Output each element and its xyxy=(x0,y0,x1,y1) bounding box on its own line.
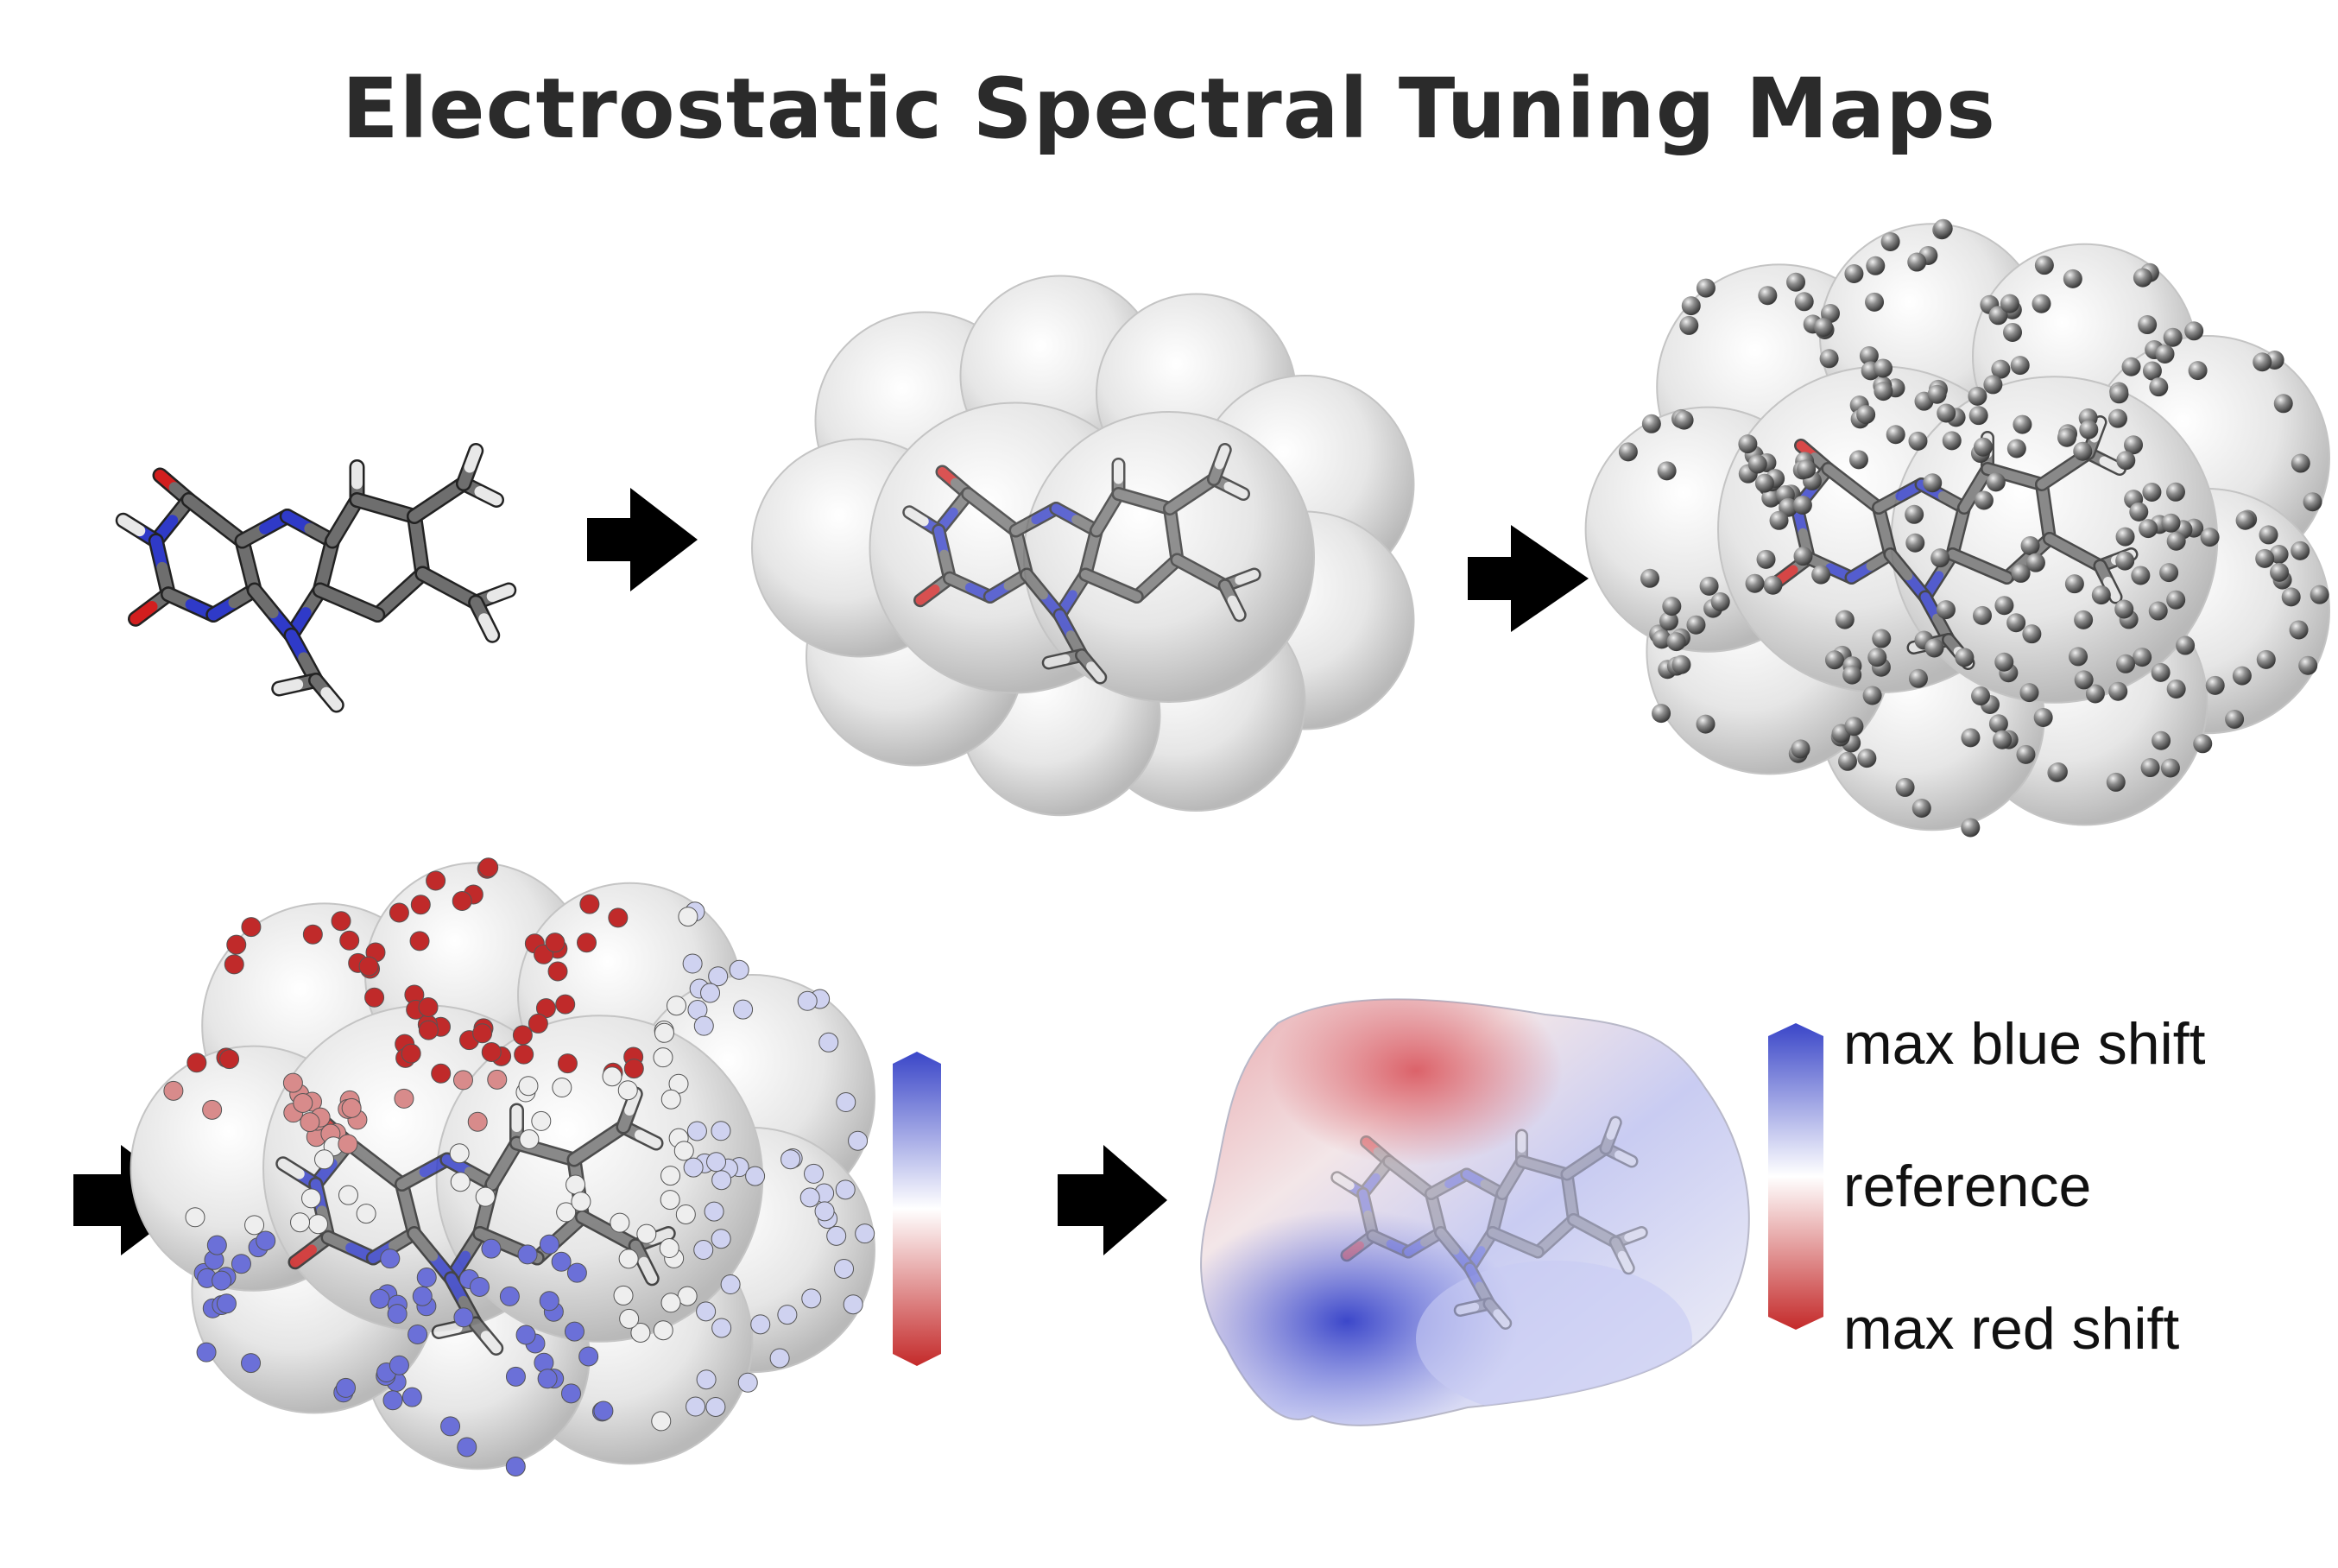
vdw-surface-icon xyxy=(751,275,1415,817)
flavin-molecule-icon xyxy=(115,443,517,713)
probe-points-icon xyxy=(1584,218,2330,838)
arrow-right-icon xyxy=(1468,525,1589,632)
legend-label-blue: max blue shift xyxy=(1843,1011,2206,1077)
arrow-right-icon xyxy=(73,1145,194,1255)
arrow-right-icon xyxy=(1058,1145,1167,1255)
legend-label-reference: reference xyxy=(1843,1154,2092,1219)
legend-color-bar xyxy=(1768,1023,1823,1330)
color-scale-bar xyxy=(893,1052,941,1366)
colored-surface-icon xyxy=(1200,998,1750,1426)
legend-label-red: max red shift xyxy=(1843,1296,2180,1362)
page-title: Electrostatic Spectral Tuning Maps xyxy=(341,60,1997,157)
colored-points-icon xyxy=(130,857,876,1476)
arrow-right-icon xyxy=(587,488,698,591)
